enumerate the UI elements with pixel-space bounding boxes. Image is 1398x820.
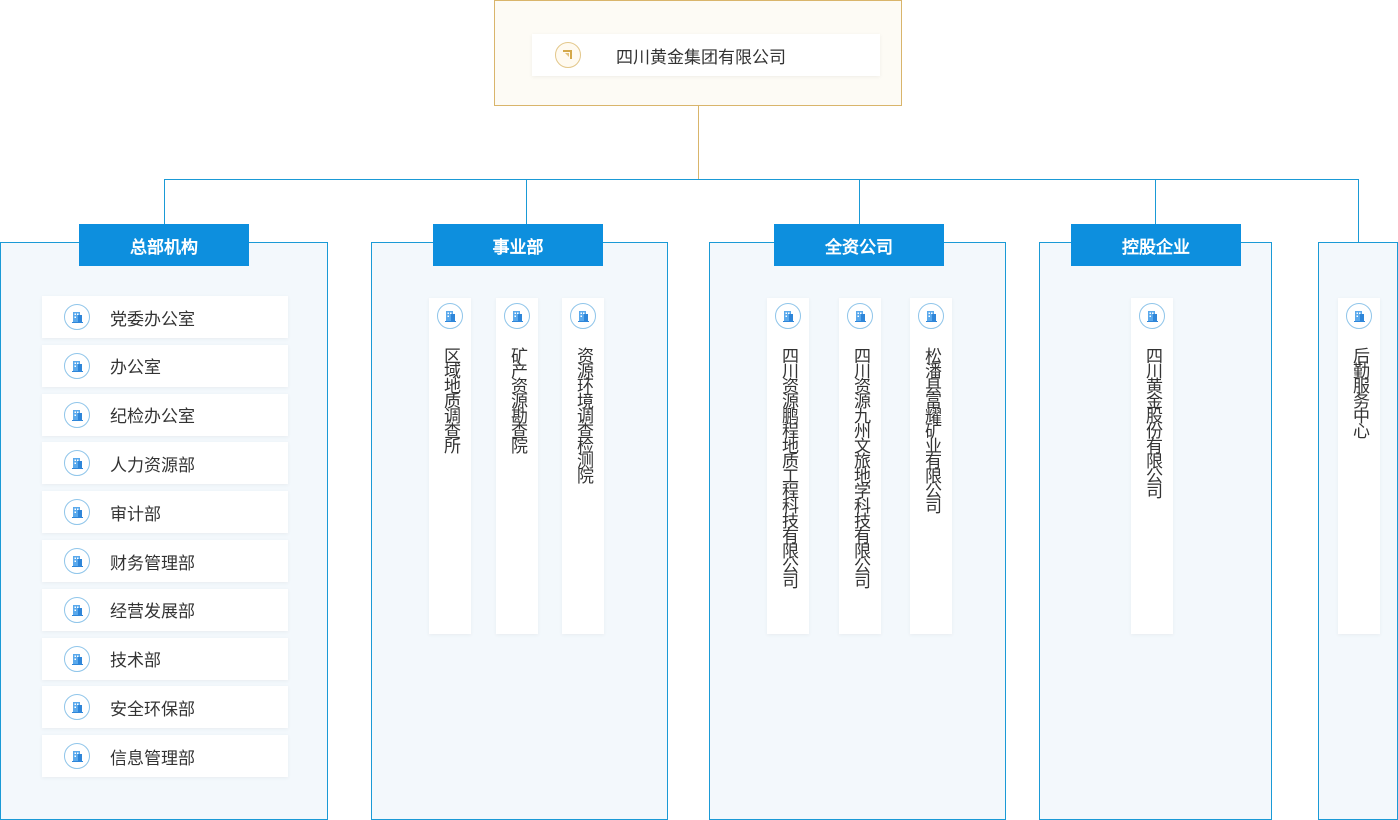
building-icon bbox=[64, 352, 90, 379]
branch-drop-wholly-owned bbox=[859, 179, 860, 225]
list-item[interactable]: 后勤服务中心 bbox=[1338, 298, 1380, 634]
list-item[interactable]: 四川黄金股份有限公司 bbox=[1131, 298, 1173, 634]
document-icon bbox=[555, 42, 581, 68]
list-item[interactable]: 四川资源鹏程地质工程科技有限公司 bbox=[767, 298, 809, 634]
building-icon bbox=[570, 303, 596, 329]
branch-bar bbox=[164, 179, 1359, 180]
root-title: 四川黄金集团有限公司 bbox=[616, 47, 786, 68]
list-item-label: 人力资源部 bbox=[110, 455, 195, 476]
list-item-label: 办公室 bbox=[110, 358, 161, 379]
list-item-label: 纪检办公室 bbox=[110, 407, 195, 428]
list-item[interactable]: 信息管理部 bbox=[42, 735, 288, 778]
list-item[interactable]: 人力资源部 bbox=[42, 442, 288, 485]
section-header-wholly-owned[interactable]: 全资公司 bbox=[774, 224, 944, 266]
building-icon bbox=[504, 303, 530, 329]
list-item[interactable]: 矿产资源勘查院 bbox=[496, 298, 538, 634]
list-item[interactable]: 四川资源九州文旅地学科技有限公司 bbox=[839, 298, 881, 634]
building-icon bbox=[64, 499, 90, 526]
building-icon bbox=[64, 548, 90, 574]
branch-drop-logistics bbox=[1358, 179, 1359, 243]
list-item-label: 审计部 bbox=[110, 504, 161, 525]
list-item[interactable]: 安全环保部 bbox=[42, 686, 288, 729]
building-icon bbox=[64, 645, 90, 672]
section-header-hq[interactable]: 总部机构 bbox=[79, 224, 249, 266]
building-icon bbox=[1139, 303, 1165, 329]
section-header-holding[interactable]: 控股企业 bbox=[1071, 224, 1241, 266]
list-item-label: 技术部 bbox=[110, 651, 161, 672]
list-item[interactable]: 审计部 bbox=[42, 491, 288, 534]
list-item-label: 四川资源鹏程地质工程科技有限公司 bbox=[778, 347, 798, 587]
root-connector bbox=[698, 106, 699, 179]
list-item-label: 松潘县富耀矿业有限公司 bbox=[921, 347, 941, 512]
list-item-label: 后勤服务中心 bbox=[1349, 347, 1369, 437]
root-node-card[interactable]: 四川黄金集团有限公司 bbox=[532, 34, 880, 76]
list-item-label: 区域地质调查所 bbox=[440, 347, 460, 452]
list-item[interactable]: 办公室 bbox=[42, 344, 288, 387]
building-icon bbox=[64, 743, 90, 770]
list-item-label: 经营发展部 bbox=[110, 602, 195, 623]
building-icon bbox=[847, 303, 873, 329]
building-icon bbox=[64, 694, 90, 721]
building-icon bbox=[918, 303, 944, 329]
building-icon bbox=[775, 303, 801, 329]
building-icon bbox=[64, 304, 90, 330]
list-item-label: 四川资源九州文旅地学科技有限公司 bbox=[850, 347, 870, 587]
branch-drop-holding bbox=[1155, 179, 1156, 225]
list-item-label: 资源环境调查检测院 bbox=[573, 347, 593, 482]
building-icon bbox=[437, 303, 463, 329]
branch-drop-hq bbox=[164, 179, 165, 225]
list-item[interactable]: 财务管理部 bbox=[42, 540, 288, 582]
list-item[interactable]: 经营发展部 bbox=[42, 588, 288, 631]
root-node: 四川黄金集团有限公司 bbox=[494, 0, 902, 106]
list-item-label: 信息管理部 bbox=[110, 748, 195, 769]
section-header-business[interactable]: 事业部 bbox=[433, 224, 603, 266]
list-item-label: 四川黄金股份有限公司 bbox=[1142, 347, 1162, 497]
building-icon bbox=[1346, 303, 1372, 329]
list-item[interactable]: 松潘县富耀矿业有限公司 bbox=[910, 298, 952, 634]
list-item-label: 党委办公室 bbox=[110, 309, 195, 330]
building-icon bbox=[64, 450, 90, 477]
list-item-label: 安全环保部 bbox=[110, 699, 195, 720]
list-item[interactable]: 资源环境调查检测院 bbox=[562, 298, 604, 634]
list-item-label: 财务管理部 bbox=[110, 553, 195, 574]
branch-drop-business bbox=[526, 179, 527, 225]
building-icon bbox=[64, 401, 90, 428]
building-icon bbox=[64, 596, 90, 623]
list-item[interactable]: 党委办公室 bbox=[42, 296, 288, 338]
list-item[interactable]: 技术部 bbox=[42, 637, 288, 680]
list-item-label: 矿产资源勘查院 bbox=[507, 347, 527, 452]
list-item[interactable]: 区域地质调查所 bbox=[429, 298, 471, 634]
list-item[interactable]: 纪检办公室 bbox=[42, 393, 288, 436]
